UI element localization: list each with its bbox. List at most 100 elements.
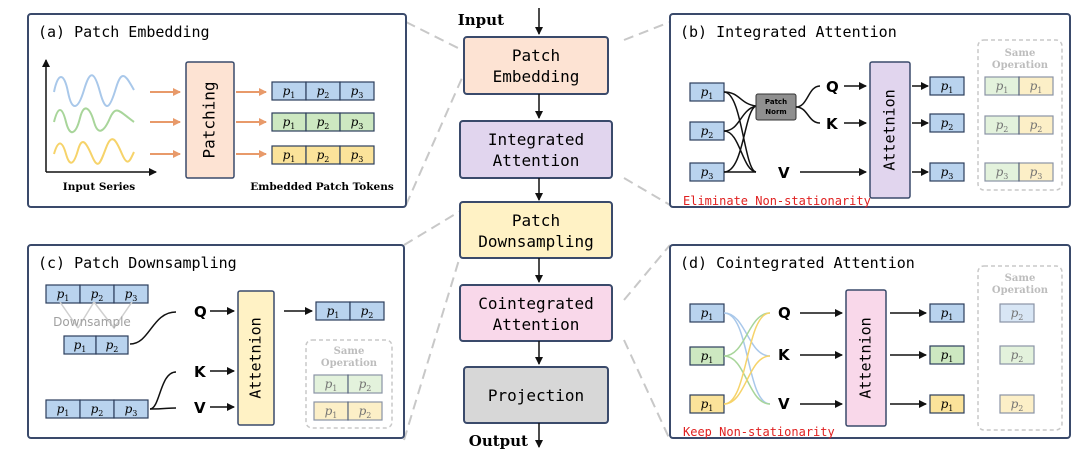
panel-d-same-op-1: Same xyxy=(1005,273,1036,284)
patch-token: p3 xyxy=(929,162,965,182)
patch-token: p2 xyxy=(95,335,129,355)
patch-token: p3 xyxy=(1018,162,1054,182)
panel-d-k: K xyxy=(778,346,791,364)
patch-token: p2 xyxy=(1018,115,1054,135)
patch-token: p2 xyxy=(999,345,1035,365)
patch-token: p2 xyxy=(305,112,341,132)
patch-token: p1 xyxy=(929,394,965,414)
integrated-attention-label-1: Integrated xyxy=(488,130,584,149)
cointegrated-attention-label-1: Cointegrated xyxy=(478,294,594,313)
patch-token: p1 xyxy=(689,394,725,414)
patch-norm-label-2: Norm xyxy=(765,108,786,116)
patch-norm-label-1: Patch xyxy=(765,98,787,106)
patch-token: p1 xyxy=(313,401,349,421)
patch-token: p1 xyxy=(63,335,97,355)
panel-d-title: (d) Cointegrated Attention xyxy=(680,254,915,272)
panel-c-same-op-1: Same xyxy=(334,346,365,357)
patch-token: p1 xyxy=(929,303,965,323)
patch-embedding-box xyxy=(463,36,609,95)
patch-token: p2 xyxy=(79,284,115,304)
cointegrated-attention-label-2: Attention xyxy=(493,315,580,334)
patch-token: p1 xyxy=(45,399,81,419)
series-green xyxy=(53,107,135,133)
panel-c-v: V xyxy=(194,399,206,417)
patch-token: p1 xyxy=(271,112,307,132)
patching-label: Patching xyxy=(200,81,219,158)
patch-token: p3 xyxy=(689,162,725,182)
integrated-attention-label-2: Attention xyxy=(493,151,580,170)
panel-b-k: K xyxy=(826,115,839,133)
series-yellow xyxy=(53,138,135,165)
patch-token: p1 xyxy=(271,81,307,101)
panel-b-same-op-2: Operation xyxy=(992,60,1049,71)
patch-token: p1 xyxy=(929,76,965,96)
panel-c-attention-box xyxy=(237,290,275,426)
panel-d-same-op-box xyxy=(977,265,1063,431)
patch-token: p1 xyxy=(315,301,351,321)
panel-d-q: Q xyxy=(778,304,791,322)
patch-token: p2 xyxy=(999,394,1035,414)
patch-token: p2 xyxy=(79,399,115,419)
panel-a-title: (a) Patch Embedding xyxy=(38,23,210,41)
panel-b-attention-label: Attetnion xyxy=(881,89,899,170)
panel-c-attention-label: Attetnion xyxy=(247,317,265,398)
output-label: Output xyxy=(469,432,528,450)
panel-c-title: (c) Patch Downsampling xyxy=(38,254,237,272)
panel-c-k: K xyxy=(194,363,207,381)
panel-d-v: V xyxy=(778,395,790,413)
patch-token: p2 xyxy=(984,115,1020,135)
panel-b-same-op-1: Same xyxy=(1005,48,1036,59)
pipeline: Input Patch Embedding Integrated Attenti… xyxy=(458,8,613,450)
patch-token: p3 xyxy=(113,399,149,419)
series-blue xyxy=(53,74,135,107)
patch-token: p1 xyxy=(689,303,725,323)
patch-token: p1 xyxy=(313,374,349,394)
panel-b-note: Eliminate Non-stationarity xyxy=(683,194,871,208)
patch-downsampling-label-1: Patch xyxy=(512,211,560,230)
panel-b-same-op-box xyxy=(977,39,1063,191)
patch-token: p2 xyxy=(349,301,385,321)
patch-token: p2 xyxy=(347,374,383,394)
panel-patch-embedding: (a) Patch Embedding Input Series Patchin… xyxy=(27,13,407,208)
patch-token: p1 xyxy=(45,284,81,304)
patch-token: p2 xyxy=(929,113,965,133)
patch-downsampling-box xyxy=(459,201,613,259)
input-series-label: Input Series xyxy=(63,181,135,193)
patch-token: p2 xyxy=(347,401,383,421)
downsample-label: Downsample xyxy=(53,315,131,329)
connector-lines xyxy=(403,21,671,441)
panel-b-v: V xyxy=(778,164,790,182)
panel-c-same-op-box xyxy=(305,339,393,429)
panel-d-attention-box xyxy=(845,289,887,427)
patch-token: p3 xyxy=(339,145,375,165)
panel-c-same-op-2: Operation xyxy=(321,358,378,369)
panel-b-title: (b) Integrated Attention xyxy=(680,23,897,41)
patch-token: p3 xyxy=(339,112,375,132)
patching-box xyxy=(185,61,235,179)
panel-b-attention-box xyxy=(869,61,911,199)
patch-token: p1 xyxy=(984,76,1020,96)
patch-token: p3 xyxy=(113,284,149,304)
projection-box xyxy=(463,366,609,424)
projection-label: Projection xyxy=(488,386,584,405)
patch-token: p1 xyxy=(929,345,965,365)
panel-d-same-op-2: Operation xyxy=(992,285,1049,296)
panel-c-q: Q xyxy=(194,303,207,321)
panel-integrated-attention: (b) Integrated Attention p1 p2 p3 Patch No… xyxy=(669,13,1071,208)
panel-b-q: Q xyxy=(826,78,839,96)
patch-token: p1 xyxy=(689,82,725,102)
patch-token: p2 xyxy=(689,121,725,141)
patch-token: p3 xyxy=(339,81,375,101)
patch-token: p2 xyxy=(305,145,341,165)
patch-token: p3 xyxy=(984,162,1020,182)
patch-token: p1 xyxy=(689,346,725,366)
panel-d-note: Keep Non-stationarity xyxy=(683,425,835,439)
panel-d-attention-label: Attetnion xyxy=(857,317,875,398)
patch-embedding-label-1: Patch xyxy=(512,46,560,65)
integrated-attention-box xyxy=(459,120,613,179)
patch-token: p2 xyxy=(305,81,341,101)
